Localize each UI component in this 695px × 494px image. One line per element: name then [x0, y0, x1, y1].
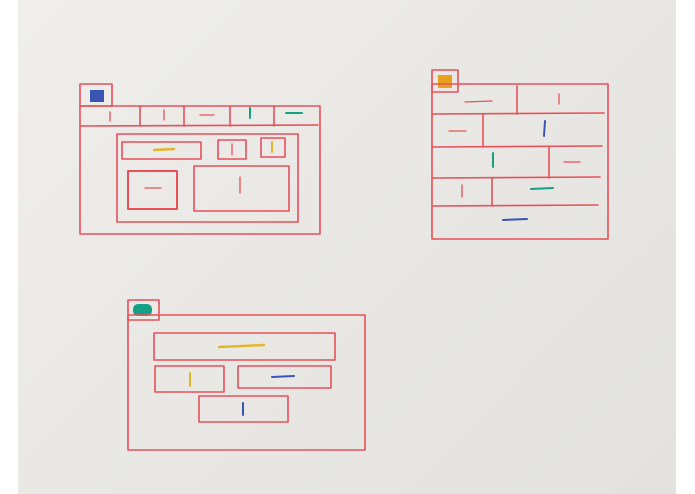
inner-panel: [116, 133, 299, 223]
wireframe-bottom: [127, 299, 366, 451]
right-content-box: [193, 165, 290, 212]
row-line-1: [431, 112, 605, 115]
wireframe-top-left: [79, 83, 321, 235]
cell-mark-1: [464, 100, 493, 103]
wireframe-top-right: [431, 69, 609, 240]
wide-field-mark: [217, 343, 266, 349]
corner-square-green: [133, 304, 152, 316]
yellow-field-box: [121, 141, 202, 160]
cell-mark-4-blue: [543, 120, 546, 137]
small-box-1: [217, 139, 247, 160]
window-frame: [127, 314, 366, 451]
button-box: [198, 395, 289, 423]
wide-field-box: [153, 332, 336, 361]
corner-tab: [127, 299, 160, 321]
yellow-field-mark: [152, 147, 176, 152]
corner-square-blue: [90, 90, 104, 102]
field-box-right-mark: [271, 375, 295, 378]
cell-mark-8-green: [530, 187, 554, 190]
row-line-2: [431, 145, 603, 148]
corner-tab: [431, 69, 459, 93]
left-content-box: [127, 170, 178, 210]
nav-bar-divider: [79, 124, 319, 127]
cell-mark-9-blue: [502, 218, 528, 221]
window-frame: [79, 105, 321, 235]
row-line-3: [431, 176, 601, 179]
field-box-right: [237, 365, 332, 389]
field-box-left: [154, 365, 225, 393]
window-frame: [431, 83, 609, 240]
small-box-2: [260, 137, 286, 158]
corner-square-orange: [438, 75, 452, 88]
row-line-4: [431, 204, 599, 207]
